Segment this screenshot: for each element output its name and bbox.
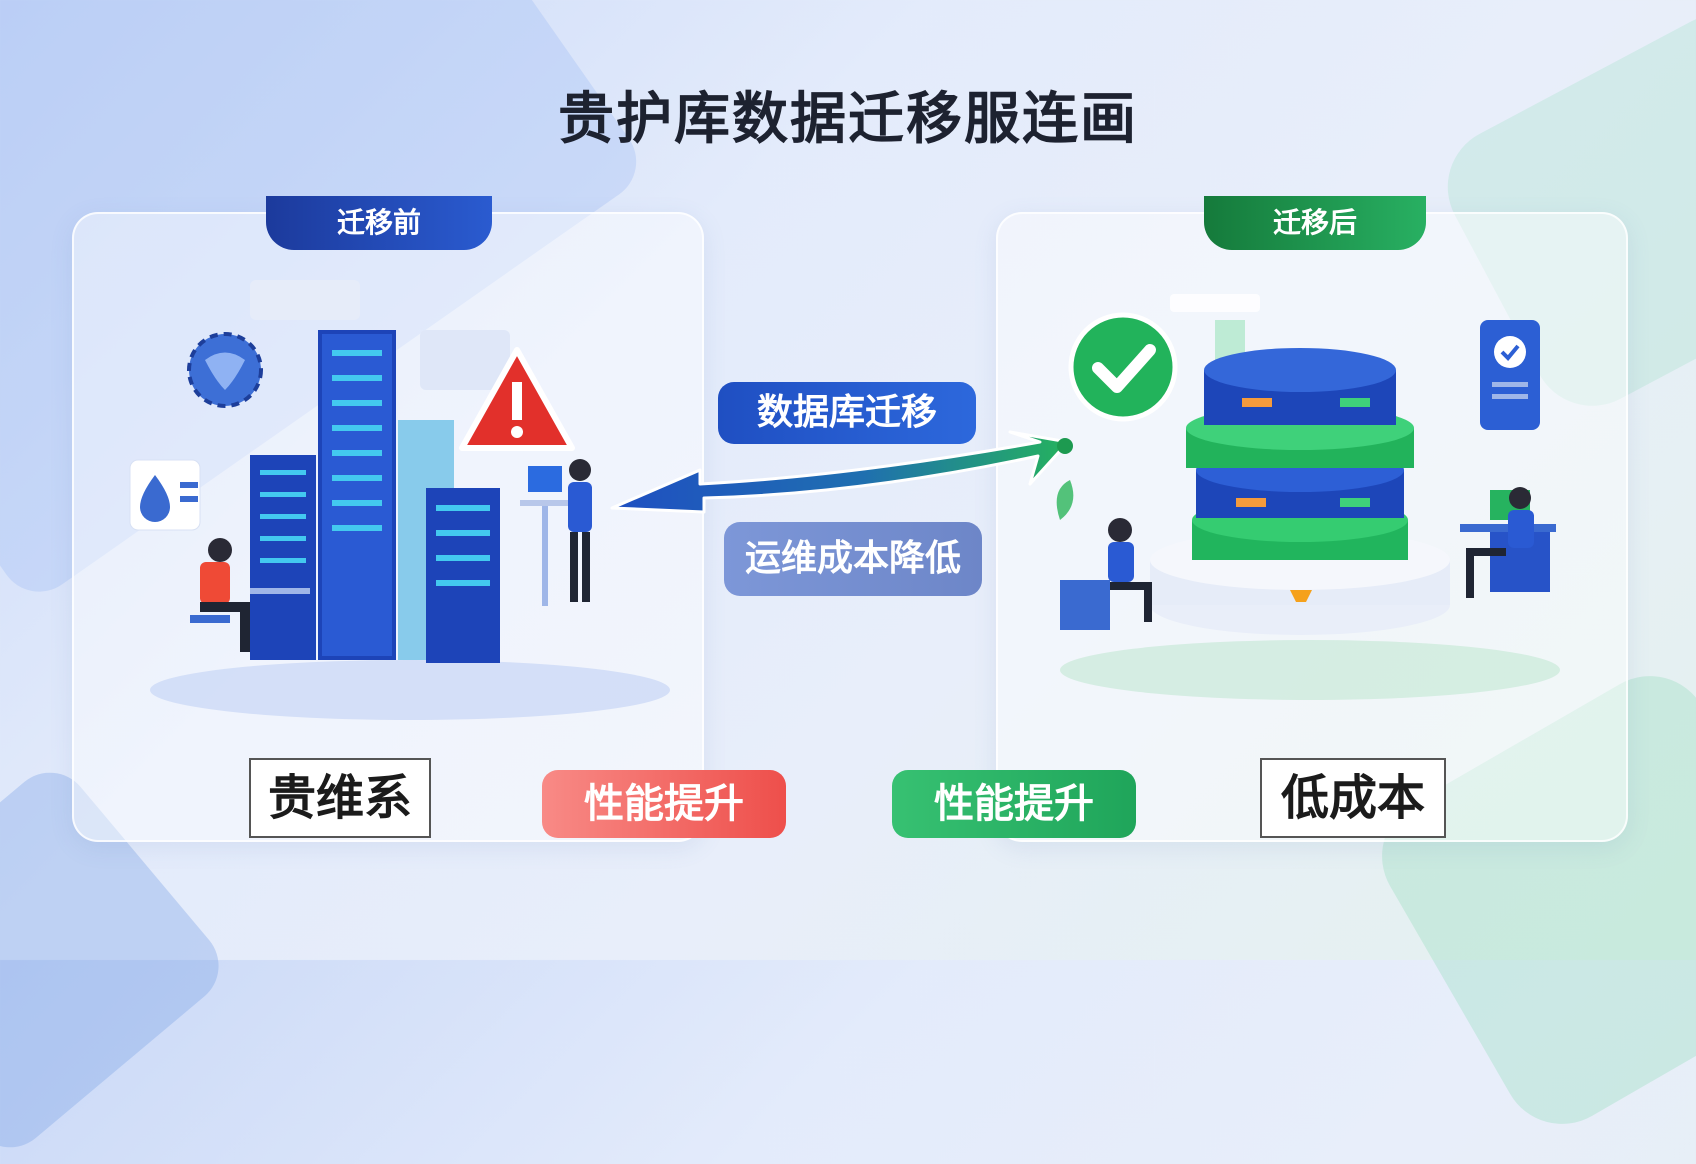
migration-label: 数据库迁移 <box>718 382 976 444</box>
after-caption: 低成本 <box>1260 758 1446 838</box>
cost-reduction-label: 运维成本降低 <box>724 522 982 596</box>
chat-icon <box>1480 320 1540 430</box>
cloud-database-illustration <box>1056 294 1560 700</box>
page-title: 贵护库数据迁移服连画 <box>558 87 1138 152</box>
server-rack <box>426 488 500 663</box>
server-rack <box>318 330 396 660</box>
water-drop-card-icon <box>129 459 201 531</box>
person-seated <box>1056 480 1152 630</box>
performance-badge-green: 性能提升 <box>892 770 1136 838</box>
check-icon <box>1068 312 1178 422</box>
migration-arrow <box>610 430 1073 514</box>
database-stack-icon <box>1150 348 1450 635</box>
globe-icon <box>187 332 263 408</box>
person-seated <box>1460 487 1556 598</box>
person-standing <box>520 459 592 606</box>
legacy-servers-illustration <box>129 280 670 720</box>
before-tab: 迁移前 <box>266 196 492 250</box>
after-tab: 迁移后 <box>1204 196 1426 250</box>
server-rack <box>250 455 316 660</box>
before-caption: 贵维系 <box>249 758 431 838</box>
warning-icon <box>459 347 575 451</box>
person-seated <box>190 538 310 652</box>
performance-badge-red: 性能提升 <box>542 770 786 838</box>
